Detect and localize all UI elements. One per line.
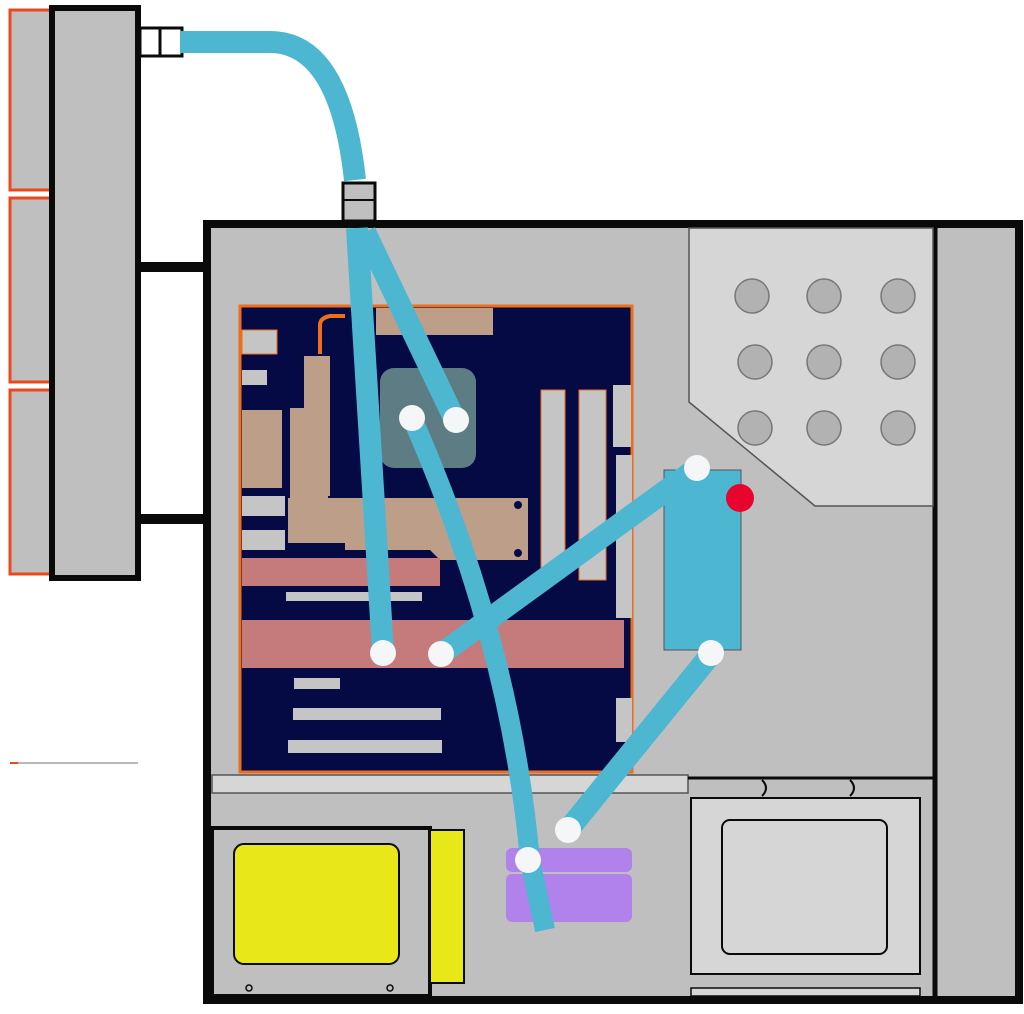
pci-slot (294, 678, 340, 689)
io-port-block (242, 410, 282, 488)
ram-slot-end (613, 385, 631, 447)
radiator-fitting (158, 26, 184, 58)
orange-cable (318, 314, 345, 354)
power-supply (210, 826, 465, 998)
psu-side-label (429, 829, 465, 984)
hdd-drive (721, 819, 888, 955)
io-port (242, 530, 285, 550)
radiator-mount-bracket (138, 514, 208, 524)
radiator-mount-bracket (138, 262, 208, 272)
tube-gpu-to-reservoir (434, 459, 704, 663)
mount-hole (514, 501, 522, 509)
fan-hole (880, 410, 916, 446)
fan-hole (880, 344, 916, 380)
fitting-icon (370, 640, 396, 666)
pci-slot (288, 740, 442, 753)
fitting-icon (555, 817, 581, 843)
fan-holes (734, 278, 916, 446)
psu-label (233, 843, 400, 965)
fitting-icon (698, 640, 724, 666)
fitting-icon (428, 641, 454, 667)
pci-slot (293, 708, 441, 720)
fitting-icon (684, 455, 710, 481)
tube-radiator-to-gpu (346, 227, 394, 653)
fan-hole (734, 278, 770, 314)
tube-fittings (370, 405, 724, 873)
case-pass-through-fitting (341, 181, 377, 223)
pci-slot (286, 592, 422, 601)
io-port (241, 329, 278, 355)
radiator-fin-section (8, 388, 56, 576)
screw-icon (245, 984, 253, 992)
radiator-body (49, 5, 141, 581)
mount-hole (514, 549, 522, 557)
radiator-fin-section (8, 196, 56, 384)
hdd-bay-lower (690, 987, 921, 997)
screw-icon (386, 984, 394, 992)
io-port (242, 496, 285, 516)
connector-block (304, 356, 330, 496)
side-connector (616, 698, 632, 742)
fan-hole (806, 410, 842, 446)
tube-radiator-out (180, 31, 366, 182)
fan-hole (737, 410, 773, 446)
fitting-icon (399, 405, 425, 431)
coolant-tubing (180, 31, 721, 933)
io-port (242, 370, 267, 385)
side-connector (616, 588, 632, 618)
fan-hole (880, 278, 916, 314)
fan-hole (737, 344, 773, 380)
fitting-icon (443, 407, 469, 433)
fill-port (726, 484, 754, 512)
radiator (8, 5, 208, 764)
pcie-slot (242, 558, 440, 586)
tube-reservoir-to-pump (559, 646, 721, 837)
fitting-icon (515, 847, 541, 873)
case-shelf (211, 774, 689, 794)
hdd-cage (690, 779, 921, 997)
fan-hole (806, 344, 842, 380)
ram-slot (540, 389, 566, 571)
tube-cpu-to-pump (402, 413, 555, 933)
fan-hole (806, 278, 842, 314)
hdd-clip (761, 779, 855, 797)
radiator-fin-section (8, 8, 56, 192)
tube-radiator-to-cpu (355, 227, 465, 425)
